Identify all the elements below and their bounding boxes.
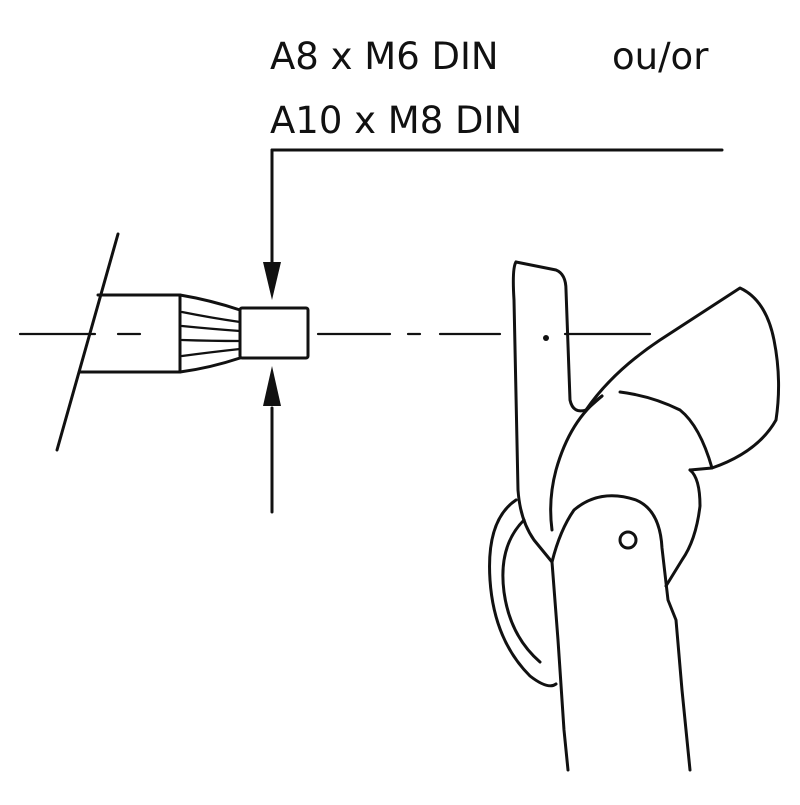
dimension-leader bbox=[263, 148, 724, 514]
cable-insulation bbox=[78, 293, 182, 374]
ferrule bbox=[238, 306, 310, 360]
pivot-dot bbox=[543, 335, 549, 341]
alternative-label: ou/or bbox=[612, 35, 709, 78]
arrow-down-icon bbox=[263, 262, 281, 300]
spec-label-line1: A8 x M6 DIN bbox=[270, 35, 499, 78]
arrow-up-icon bbox=[263, 366, 281, 406]
spec-label-line2: A10 x M8 DIN bbox=[270, 99, 523, 142]
cable-strands bbox=[178, 293, 242, 374]
crimping-tool bbox=[488, 260, 781, 772]
cable-cut-line bbox=[55, 232, 120, 452]
pivot-hole bbox=[618, 530, 638, 550]
